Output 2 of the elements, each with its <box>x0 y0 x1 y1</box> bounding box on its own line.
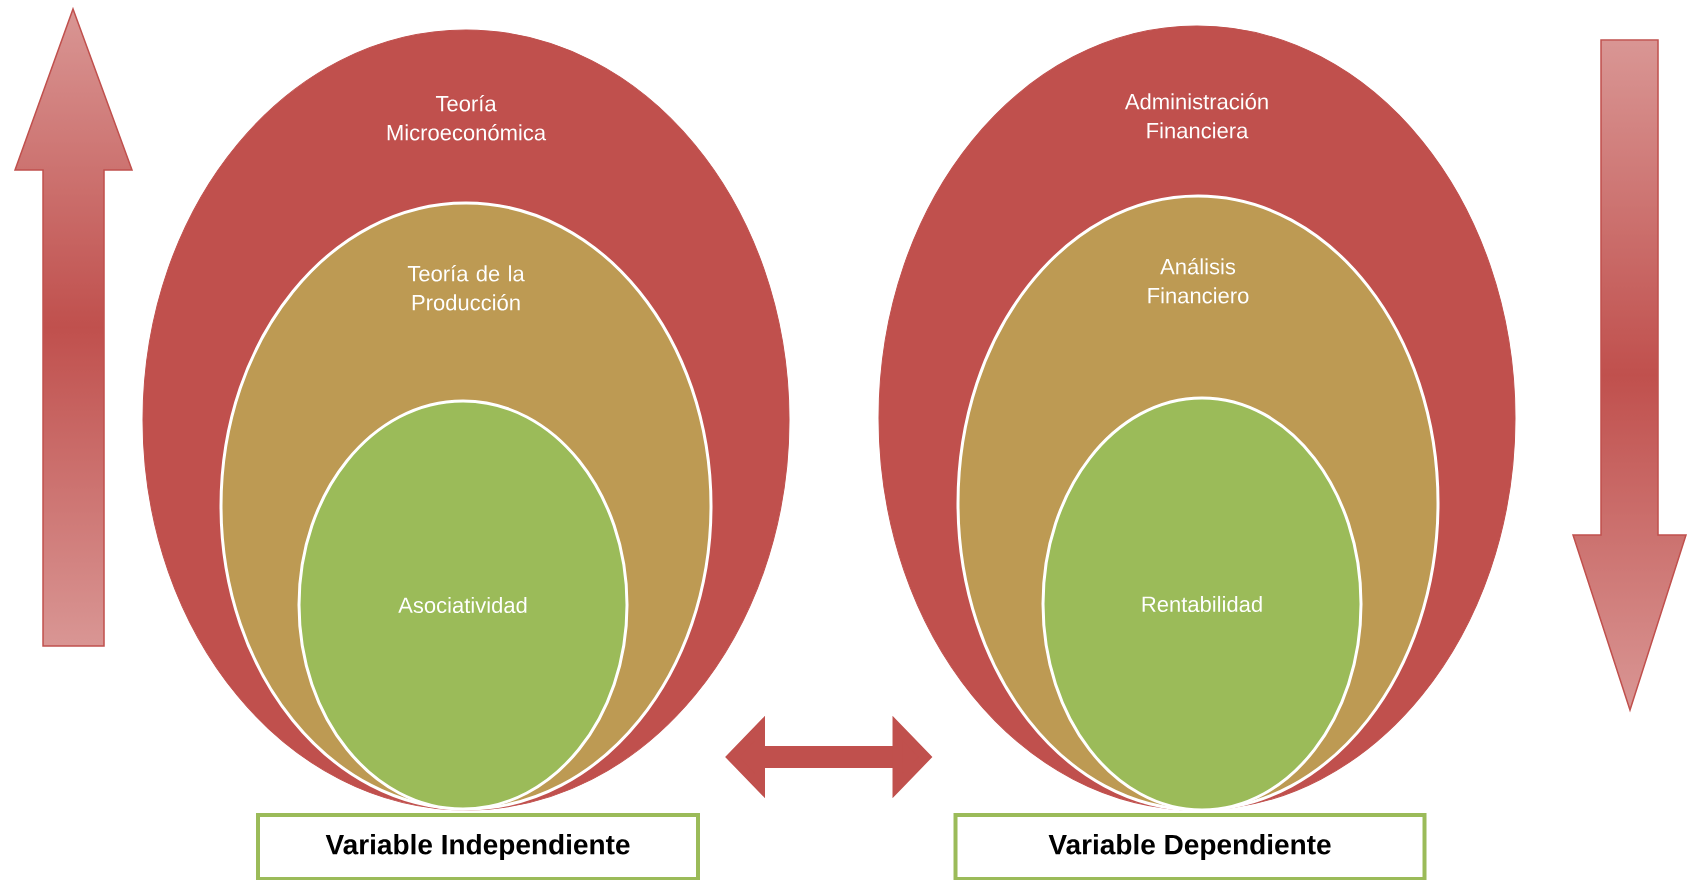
label-box: Variable Dependiente <box>953 813 1427 880</box>
label-box: Variable Independiente <box>256 813 700 880</box>
